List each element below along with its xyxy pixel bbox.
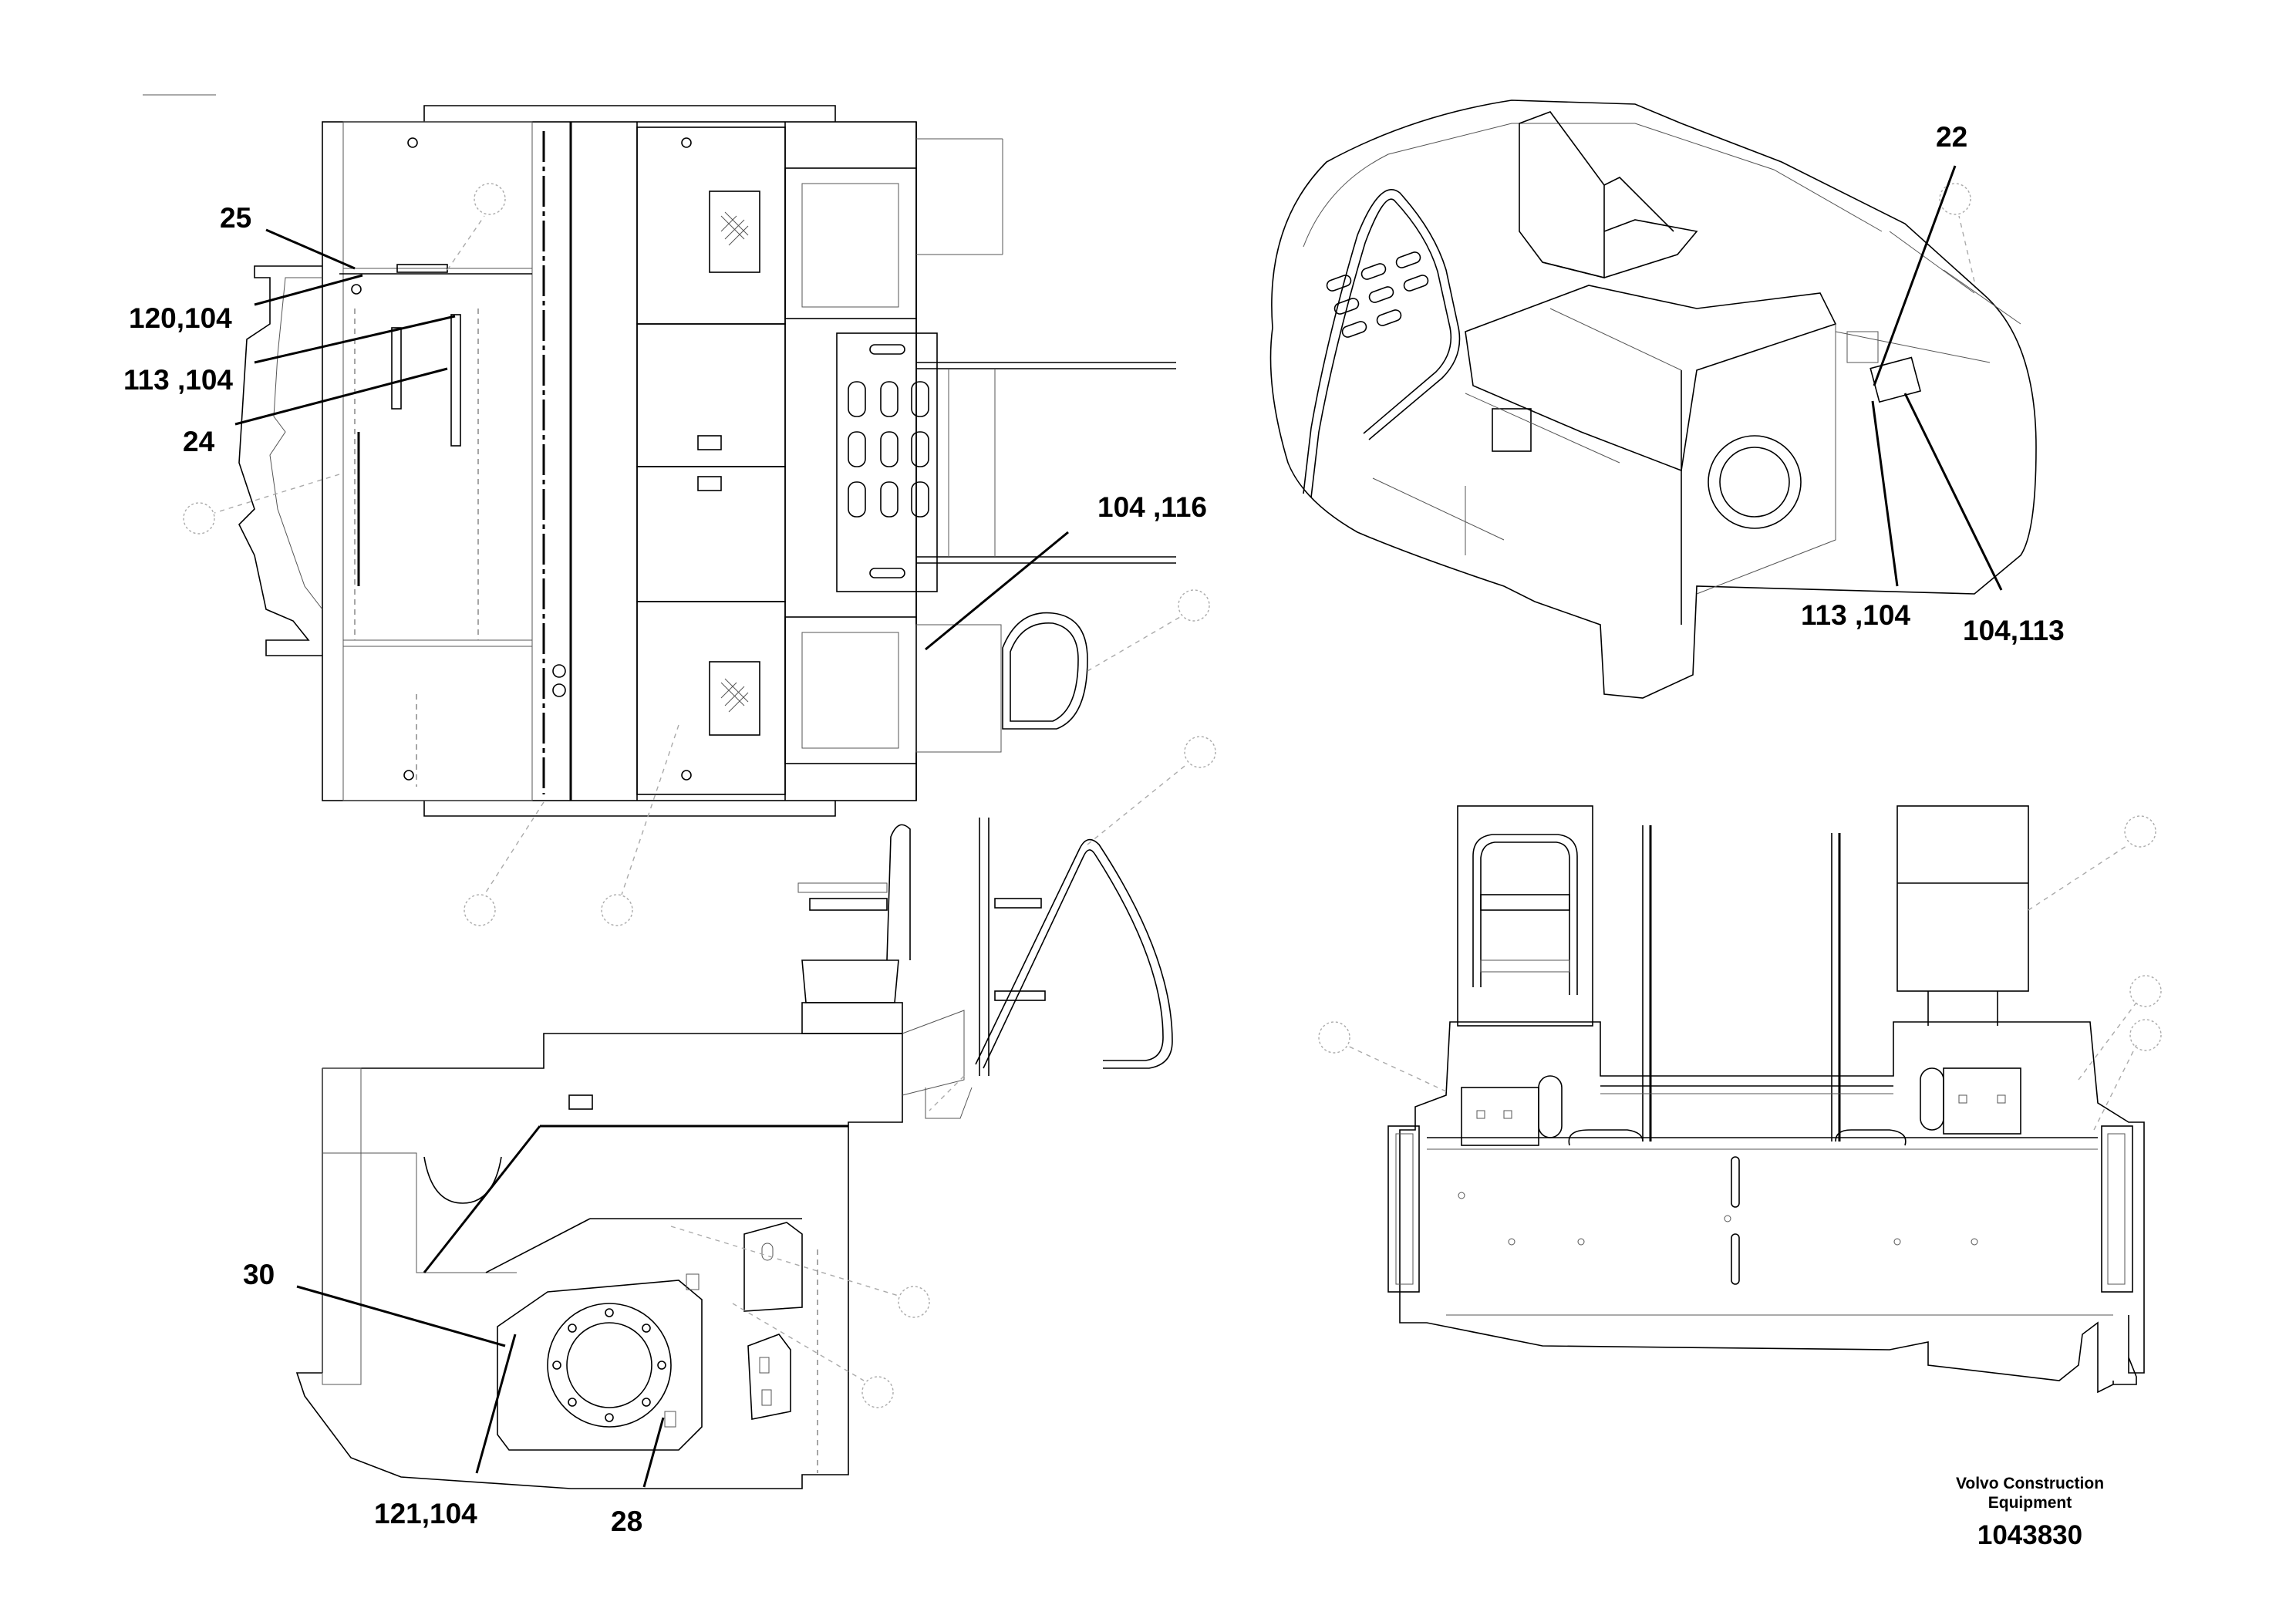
side-view [295,818,1173,1489]
callout-121-104: 121,104 [374,1498,477,1529]
top-view [238,105,1176,817]
callout-28: 28 [611,1506,642,1537]
drawing-number: 1043830 [1977,1520,2082,1550]
title-block: Volvo Construction Equipment 1043830 [1956,1475,2104,1550]
callout-113-104-top: 113 ,104 [123,364,233,396]
callout-120-104: 120,104 [129,302,232,334]
company-name-line1: Volvo Construction [1956,1475,2104,1492]
company-name-line2: Equipment [1988,1494,2072,1512]
callout-113-104-iso: 113 ,104 [1801,599,1910,631]
callout-25: 25 [220,202,251,234]
rear-view [1387,805,2145,1394]
callout-22: 22 [1936,121,1967,153]
callout-104-116: 104 ,116 [1097,491,1207,523]
callout-30: 30 [243,1259,275,1290]
callout-leaders [234,165,2003,1488]
isometric-view [1269,99,2037,699]
callout-104-113: 104,113 [1963,615,2065,646]
reference-markers [183,183,2162,1408]
callout-labels: 25 120,104 113 ,104 24 104 ,116 22 113 ,… [123,121,2065,1537]
callout-24: 24 [183,426,215,457]
